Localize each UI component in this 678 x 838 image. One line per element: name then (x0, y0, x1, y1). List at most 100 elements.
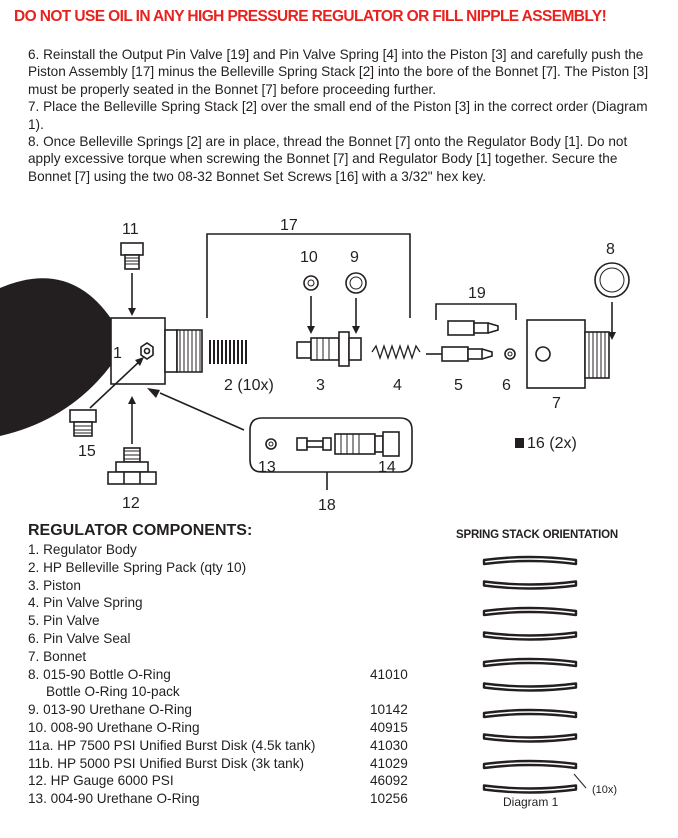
belleville-spring (482, 759, 578, 770)
components-title: REGULATOR COMPONENTS: (28, 522, 253, 539)
step-6: 6. Reinstall the Output Pin Valve [19] a… (28, 47, 649, 97)
belleville-spring (482, 708, 578, 719)
component-part-number: 41030 (370, 737, 408, 753)
component-name: 7. Bonnet (28, 648, 87, 664)
label-14: 14 (378, 459, 396, 476)
component-part-number: 10256 (370, 791, 408, 807)
component-row: 2. HP Belleville Spring Pack (qty 10) (28, 559, 428, 577)
component-row: 9. 013-90 Urethane O-Ring 10142 (28, 701, 428, 719)
spring-stack-title: SPRING STACK ORIENTATION (456, 529, 618, 541)
belleville-spring (482, 631, 578, 641)
label-2: 2 (10x) (224, 377, 274, 394)
input-pin-valve (296, 437, 332, 451)
label-10: 10 (300, 249, 318, 266)
component-name: 13. 004-90 Urethane O-Ring (28, 791, 200, 807)
piston-assembly-bracket (206, 233, 411, 318)
component-row: 11b. HP 5000 PSI Unified Burst Disk (3k … (28, 755, 428, 773)
callout-box-18 (249, 417, 413, 473)
component-name: 4. Pin Valve Spring (28, 595, 143, 611)
belleville-spring (482, 784, 578, 794)
label-12: 12 (122, 495, 140, 512)
label-9: 9 (350, 249, 359, 266)
component-part-number: 41029 (370, 755, 408, 771)
pin-valve-seal (504, 348, 516, 360)
label-15: 15 (78, 443, 96, 460)
label-6: 6 (502, 377, 511, 394)
component-row: 8. 015-90 Bottle O-Ring 41010 (28, 666, 428, 684)
component-row: 7. Bonnet (28, 648, 428, 666)
component-part-number: 40915 (370, 719, 408, 735)
output-pin-valve-bracket (435, 303, 517, 320)
component-row: 3. Piston (28, 577, 428, 595)
gauge-fitting (107, 447, 157, 485)
oring-13 (265, 438, 277, 450)
spring-stack-count: (10x) (592, 784, 617, 796)
component-name: 6. Pin Valve Seal (28, 630, 131, 646)
burst-disk (120, 242, 144, 270)
oring-9 (345, 272, 367, 294)
component-name: Bottle O-Ring 10-pack (46, 684, 180, 700)
label-16: 16 (2x) (527, 435, 577, 452)
label-8: 8 (606, 241, 615, 258)
belleville-spring (482, 682, 578, 692)
component-part-number: 46092 (370, 773, 408, 789)
component-name: 8. 015-90 Bottle O-Ring (28, 666, 171, 682)
component-name: 1. Regulator Body (28, 542, 137, 557)
component-row: Bottle O-Ring 10-pack (28, 683, 428, 701)
belleville-springs (209, 340, 247, 364)
diagram-1-caption: Diagram 1 (503, 795, 559, 809)
component-name: 2. HP Belleville Spring Pack (qty 10) (28, 559, 247, 575)
bottle-oring (594, 262, 630, 298)
exploded-regulator-diagram: 1 2 (10x) 3 4 5 6 7 8 9 10 11 12 13 14 1… (0, 217, 630, 514)
bonnet (526, 319, 610, 389)
label-3: 3 (316, 377, 325, 394)
component-row: 10. 008-90 Urethane O-Ring 40915 (28, 719, 428, 737)
oil-warning: DO NOT USE OIL IN ANY HIGH PRESSURE REGU… (14, 8, 607, 25)
pin-valve (447, 320, 499, 336)
label-13: 13 (258, 459, 276, 476)
component-name: 10. 008-90 Urethane O-Ring (28, 719, 200, 735)
label-1: 1 (113, 345, 122, 362)
oring-10 (303, 275, 319, 291)
component-row: 6. Pin Valve Seal (28, 630, 428, 648)
component-name: 11a. HP 7500 PSI Unified Burst Disk (4.5… (28, 737, 316, 753)
label-4: 4 (393, 377, 402, 394)
component-name: 5. Pin Valve (28, 613, 100, 629)
label-11: 11 (122, 221, 139, 238)
component-row: 4. Pin Valve Spring (28, 594, 428, 612)
instruction-steps: 6. Reinstall the Output Pin Valve [19] a… (28, 46, 658, 185)
regulator-body (110, 317, 166, 385)
label-19: 19 (468, 285, 486, 302)
label-18: 18 (318, 497, 336, 514)
component-row: 5. Pin Valve (28, 612, 428, 630)
components-list: 1. Regulator Body 2. HP Belleville Spring… (28, 541, 428, 808)
label-17: 17 (280, 217, 298, 234)
component-part-number: 41010 (370, 666, 408, 682)
tank-silhouette (0, 278, 112, 436)
component-name: 9. 013-90 Urethane O-Ring (28, 702, 192, 718)
bonnet-set-screw (515, 438, 524, 448)
component-part-number: 10142 (370, 702, 408, 718)
belleville-spring (482, 580, 578, 590)
spring-stack-diagram: (10x) Diagram 1 (482, 555, 617, 809)
step-8: 8. Once Belleville Springs [2] are in pl… (28, 134, 628, 184)
step-7: 7. Place the Belleville Spring Stack [2]… (28, 99, 648, 132)
belleville-spring (482, 606, 578, 617)
piston (296, 331, 362, 367)
belleville-spring (482, 657, 578, 668)
valve-seat (334, 431, 400, 457)
component-name: 11b. HP 5000 PSI Unified Burst Disk (3k … (28, 755, 305, 771)
label-7: 7 (552, 395, 561, 412)
component-row: 11a. HP 7500 PSI Unified Burst Disk (4.5… (28, 737, 428, 755)
regulator-body-hex (140, 342, 154, 360)
component-row: 13. 004-90 Urethane O-Ring 10256 (28, 790, 428, 808)
pin-valve-spring (371, 343, 421, 361)
label-5: 5 (454, 377, 463, 394)
belleville-spring (482, 555, 578, 566)
pin-valve-lower (426, 346, 493, 362)
component-row: 1. Regulator Body (28, 541, 428, 559)
belleville-spring (482, 733, 578, 743)
regulator-body-threads (176, 329, 203, 373)
component-name: 3. Piston (28, 577, 81, 593)
